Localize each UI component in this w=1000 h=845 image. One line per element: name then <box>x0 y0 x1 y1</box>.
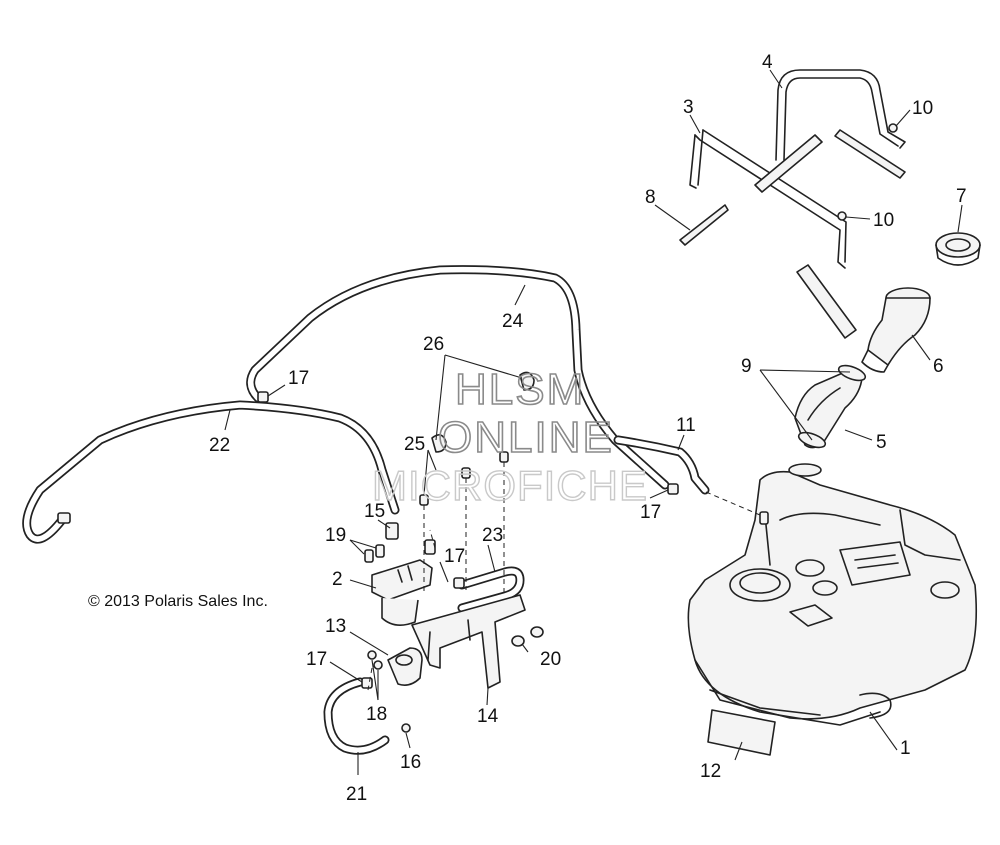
callout-21: 21 <box>346 784 367 805</box>
copyright-notice: © 2013 Polaris Sales Inc. <box>88 593 268 610</box>
plug-16 <box>401 723 411 733</box>
callout-5: 5 <box>876 432 887 453</box>
callout-26: 26 <box>423 334 444 355</box>
decal-12 <box>707 709 776 756</box>
callout-23: 23 <box>482 525 503 546</box>
bolt-10-b <box>837 211 847 221</box>
hose-24 <box>246 265 670 490</box>
filler-neck-6 <box>861 287 931 373</box>
callout-17-c: 17 <box>306 649 327 670</box>
nut-20 <box>511 626 544 647</box>
pad-strip-a <box>754 134 823 193</box>
fuel-cap-7 <box>935 232 981 266</box>
callout-14: 14 <box>477 706 499 727</box>
callout-2: 2 <box>332 569 343 590</box>
callout-15: 15 <box>364 501 385 522</box>
callout-22: 22 <box>209 435 230 456</box>
clamp-17-c <box>361 677 373 689</box>
clamp-26-a <box>519 371 535 391</box>
clamp-26-b <box>431 434 447 453</box>
callout-9: 9 <box>741 356 752 377</box>
fitting-upper-right <box>424 539 436 555</box>
bolt-19-b <box>364 549 374 563</box>
callout-17-d: 17 <box>640 502 661 523</box>
assembly-lines <box>367 462 761 691</box>
hose-21 <box>323 677 390 755</box>
bolt-19-a <box>375 544 385 558</box>
hose-11 <box>613 435 710 495</box>
callout-24: 24 <box>502 311 524 332</box>
callout-10-b: 10 <box>873 210 894 231</box>
callout-10-a: 10 <box>912 98 933 119</box>
callout-4: 4 <box>762 52 773 73</box>
callout-25: 25 <box>404 434 425 455</box>
fitting-15 <box>385 522 399 540</box>
bracket-3 <box>689 129 847 269</box>
callout-8: 8 <box>645 187 656 208</box>
callout-6: 6 <box>933 356 944 377</box>
pad-strip-b <box>834 129 906 179</box>
callout-18: 18 <box>366 704 387 725</box>
hose-23 <box>457 566 525 613</box>
callout-20: 20 <box>540 649 561 670</box>
mount-bracket-14 <box>411 594 526 689</box>
clamp-17-a <box>257 391 269 403</box>
fuel-tank-1 <box>687 463 978 726</box>
clamp-17-b <box>453 577 465 589</box>
watermark-line2: ONLINE <box>438 413 614 462</box>
leader-lines <box>224 69 963 775</box>
clamp-17-d <box>667 483 679 495</box>
hose-22 <box>22 400 400 544</box>
fuel-filter-2 <box>371 559 433 626</box>
watermark-line3: MICROFICHE <box>372 462 648 509</box>
callout-16: 16 <box>400 752 421 773</box>
callout-1: 1 <box>900 738 911 759</box>
grommet-18 <box>367 650 383 670</box>
pad-strip-c <box>796 264 857 339</box>
fuel-pump-13 <box>387 647 423 686</box>
callout-19: 19 <box>325 525 346 546</box>
callout-17-a: 17 <box>288 368 309 389</box>
strap-4 <box>775 69 906 161</box>
callout-7: 7 <box>956 186 967 207</box>
clamp-9-top <box>837 364 867 382</box>
callout-3: 3 <box>683 97 694 118</box>
bolt-10-a <box>888 123 898 133</box>
pad-8 <box>679 204 729 246</box>
watermark-line1: HLSM <box>455 365 585 414</box>
callout-11: 11 <box>676 415 696 436</box>
callout-labels: 1 2 3 4 5 6 7 8 9 10 10 11 12 13 14 15 1… <box>209 52 967 805</box>
callout-13: 13 <box>325 616 346 637</box>
watermark: HLSM ONLINE MICROFICHE <box>371 364 648 510</box>
hose-end-22 <box>57 512 71 524</box>
callout-17-b: 17 <box>444 546 465 567</box>
callout-12: 12 <box>700 761 721 782</box>
